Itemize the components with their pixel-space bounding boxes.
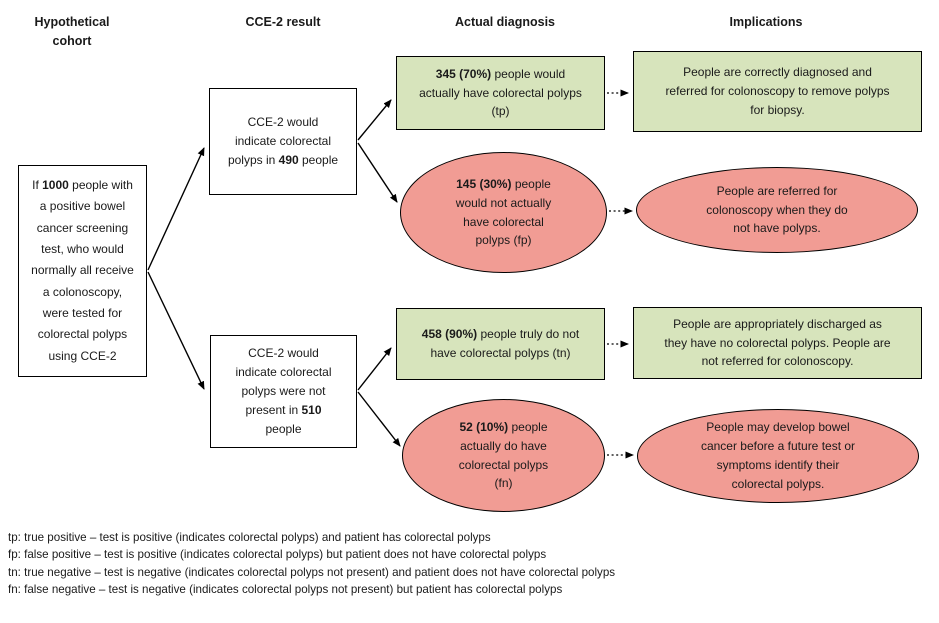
implication-tp-text: People are correctly diagnosed and refer… — [665, 65, 890, 117]
true-positive-box: 345 (70%) people would actually have col… — [396, 56, 605, 130]
implication-fp-text: People are referred for colonoscopy when… — [706, 183, 848, 236]
false-negative-text: 52 (10%) people actually do have colorec… — [458, 419, 549, 491]
column-header-cce2-result: CCE-2 result — [245, 15, 321, 29]
result-positive-box: CCE-2 would indicate colorectal polyps i… — [209, 88, 357, 195]
implication-tp-box: People are correctly diagnosed and refer… — [633, 51, 922, 132]
implication-tn-text: People are appropriately discharged as t… — [664, 316, 891, 369]
false-negative-ellipse: 52 (10%) people actually do have colorec… — [402, 399, 605, 512]
arrow-negative-to-fn — [357, 391, 401, 447]
cohort-box: If 1000 people with a positive bowel can… — [18, 165, 147, 377]
arrow-cohort-to-positive-result — [147, 147, 205, 271]
arrow-negative-to-tn — [357, 347, 392, 391]
true-negative-count: 458 (90%) — [421, 327, 478, 342]
footnote-legend: tp: true positive – test is positive (in… — [8, 529, 615, 599]
arrow-cohort-to-negative-result — [147, 271, 205, 390]
arrow-positive-to-fp — [357, 142, 398, 203]
false-positive-count: 145 (30%) — [456, 176, 512, 191]
cohort-text: If 1000 people with a positive bowel can… — [31, 177, 134, 363]
column-header-implications: Implications — [729, 15, 803, 29]
true-positive-text: 345 (70%) people would actually have col… — [419, 66, 582, 119]
footnote-fn: fn: false negative – test is negative (i… — [8, 583, 563, 597]
footnote-fp: fp: false positive – test is positive (i… — [8, 548, 547, 562]
result-negative-box: CCE-2 would indicate colorectal polyps w… — [210, 335, 357, 448]
implication-fn-ellipse: People may develop bowel cancer before a… — [637, 409, 919, 503]
footnote-tn: tn: true negative – test is negative (in… — [8, 565, 616, 579]
implication-fn-text: People may develop bowel cancer before a… — [700, 420, 856, 491]
true-positive-count: 345 (70%) — [435, 66, 492, 81]
result-negative-count: 510 — [301, 402, 322, 417]
result-positive-text: CCE-2 would indicate colorectal polyps i… — [227, 115, 339, 167]
footnote-tp: tp: true positive – test is positive (in… — [8, 531, 491, 544]
implication-fp-ellipse: People are referred for colonoscopy when… — [636, 167, 918, 253]
result-positive-count: 490 — [278, 152, 299, 167]
cohort-count: 1000 — [42, 177, 69, 192]
implication-tn-box: People are appropriately discharged as t… — [633, 307, 922, 379]
result-negative-text: CCE-2 would indicate colorectal polyps w… — [235, 346, 332, 436]
true-negative-text: 458 (90%) people truly do not have color… — [421, 327, 580, 360]
column-header-actual-diagnosis: Actual diagnosis — [454, 15, 556, 29]
column-header-hypothetical-cohort: Hypothetical cohort — [34, 15, 110, 49]
false-positive-text: 145 (30%) people would not actually have… — [455, 176, 552, 248]
false-negative-count: 52 (10%) — [459, 419, 509, 434]
false-positive-ellipse: 145 (30%) people would not actually have… — [400, 152, 607, 273]
arrow-positive-to-tp — [357, 99, 392, 141]
true-negative-box: 458 (90%) people truly do not have color… — [396, 308, 605, 380]
